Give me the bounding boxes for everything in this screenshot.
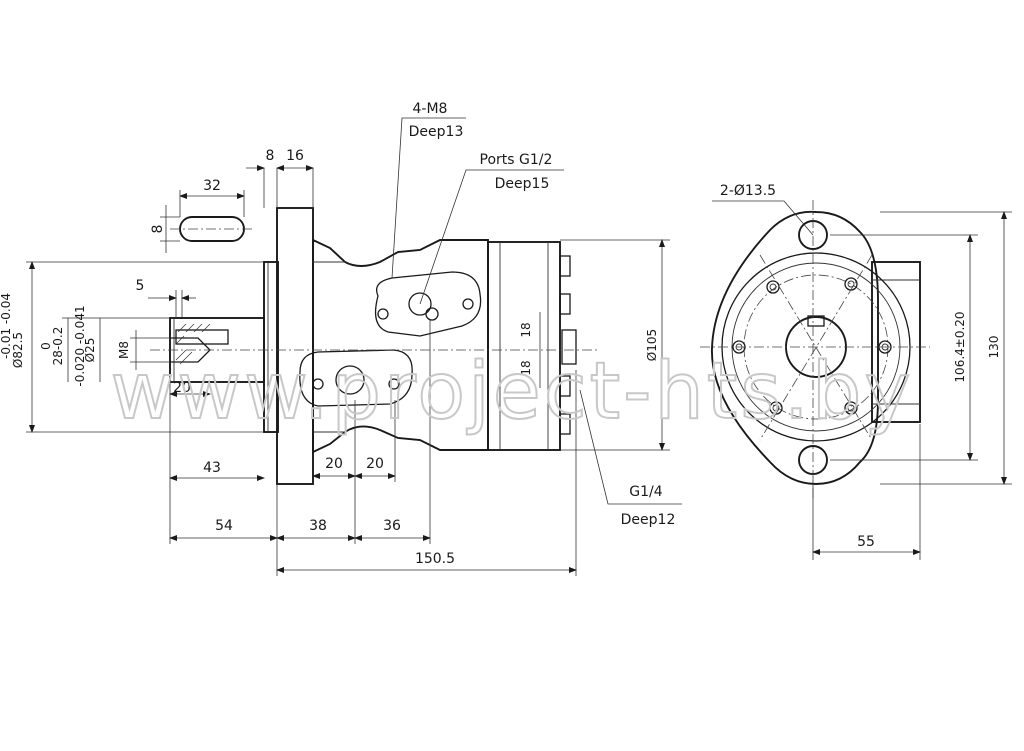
dim-dia-105: Ø105 <box>645 329 659 361</box>
dim-20-left: 20 <box>173 380 191 396</box>
port-boss-upper <box>374 271 482 337</box>
end-view-dimensions: 2-Ø13.5 55 106.4±0.20 130 <box>712 183 1012 560</box>
port-boss-lower <box>299 349 413 407</box>
dim-18-a: 18 <box>519 322 533 337</box>
watermark: www.project-hts.by <box>111 347 914 437</box>
dim-28: 28-0.2 <box>51 327 65 366</box>
callout-deep13: Deep13 <box>409 124 464 140</box>
dim-dia-25-tol: -0.020 -0.041 <box>73 305 87 386</box>
leader-4-m8 <box>391 117 466 279</box>
leader-ports <box>419 169 564 305</box>
side-view-dimensions: 8 16 32 8 5 Ø82.5 -0.01 -0.04 28-0.2 0 Ø… <box>0 101 682 576</box>
dim-150-5: 150.5 <box>415 551 455 567</box>
port-hole-upper <box>408 292 432 316</box>
callout-4-m8: 4-M8 <box>413 101 448 117</box>
callout-2-dia-13-5: 2-Ø13.5 <box>720 183 776 199</box>
dim-slot-8: 8 <box>150 225 166 234</box>
end-flange <box>711 210 879 485</box>
dim-dia-25: Ø25 <box>83 338 97 363</box>
section-hatching <box>175 323 211 365</box>
dim-38: 38 <box>309 518 327 534</box>
dim-dia-82-5: Ø82.5 <box>11 332 25 368</box>
side-port-boss <box>871 261 921 423</box>
port-hole-lower <box>335 365 365 395</box>
mounting-flange <box>276 207 314 485</box>
dim-5: 5 <box>136 278 145 294</box>
callout-g14: G1/4 <box>629 484 662 500</box>
side-view <box>150 207 600 485</box>
dim-106-4: 106.4±0.20 <box>953 311 967 382</box>
dim-130: 130 <box>987 336 1001 359</box>
dim-28-zero: 0 <box>39 342 53 350</box>
callout-ports: Ports G1/2 <box>480 152 553 168</box>
end-cap-bolts <box>559 255 577 435</box>
dim-36: 36 <box>383 518 401 534</box>
dim-16: 16 <box>286 148 304 164</box>
dim-55: 55 <box>857 534 875 550</box>
dim-dia-82-5-tol: -0.01 -0.04 <box>0 293 13 359</box>
gerotor-section <box>487 241 561 451</box>
callout-deep12: Deep12 <box>621 512 676 528</box>
dim-43: 43 <box>203 460 221 476</box>
dim-m8: M8 <box>117 341 131 359</box>
dim-20-a: 20 <box>325 456 343 472</box>
dim-20-b: 20 <box>366 456 384 472</box>
leader-g14 <box>579 389 682 505</box>
dim-8: 8 <box>266 148 275 164</box>
dim-32: 32 <box>203 178 221 194</box>
callout-ports-deep15: Deep15 <box>495 176 550 192</box>
shaft-end-key <box>807 315 825 327</box>
dim-18-b: 18 <box>519 360 533 375</box>
leader-2-dia-13-5 <box>712 200 814 236</box>
dim-54: 54 <box>215 518 233 534</box>
end-view <box>700 200 930 500</box>
shaft-keyway <box>175 329 229 345</box>
